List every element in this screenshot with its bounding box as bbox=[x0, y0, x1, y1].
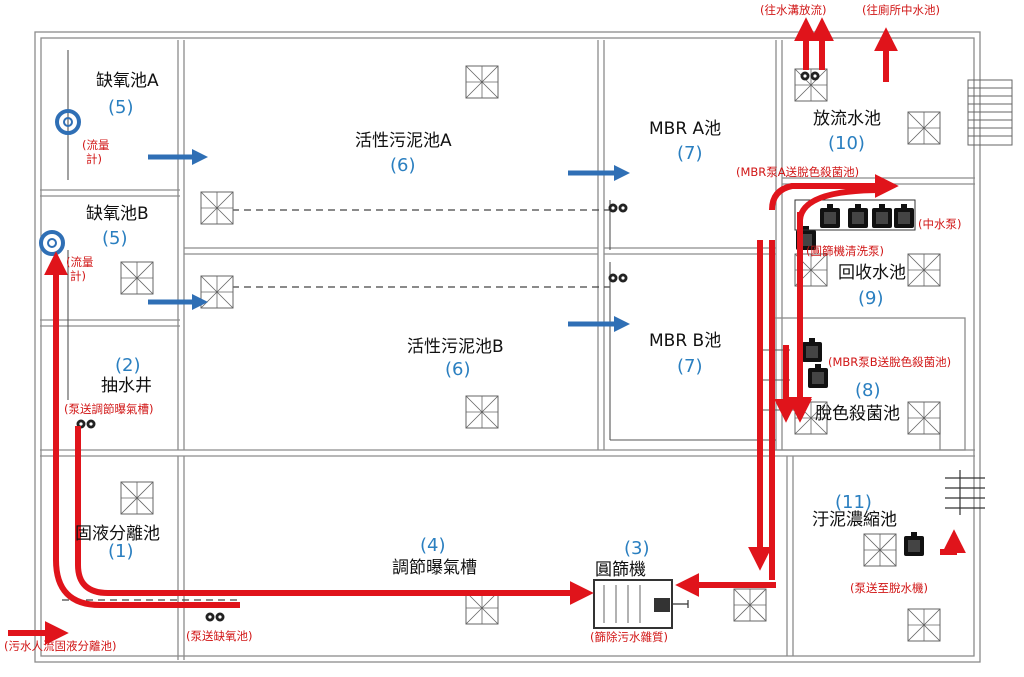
anoxic-a-name: 缺氧池A bbox=[96, 71, 159, 91]
to-toilet-note: (往廁所中水池) bbox=[862, 3, 940, 17]
pump-well-name: 抽水井 bbox=[101, 376, 152, 396]
blue-flow-arrows bbox=[148, 148, 630, 332]
flowmeter-b-note-line1: (流量 bbox=[66, 255, 94, 269]
red-flow-arrows bbox=[8, 17, 966, 645]
screen-name: 圓篩機 bbox=[595, 560, 646, 580]
flowmeter-b-note-line2: 計) bbox=[70, 269, 86, 283]
mbr-a-pump-note: (MBR泵A送脫色殺菌池) bbox=[736, 165, 860, 179]
recycle-name: 回收水池 bbox=[838, 263, 906, 283]
equalize-number: (4) bbox=[420, 535, 446, 556]
aeration-headers bbox=[62, 209, 610, 601]
reclaim-pump-note: (中水泵) bbox=[918, 217, 962, 231]
flowmeter-a-note-line1: (流量 bbox=[82, 138, 110, 152]
flowmeter-a-note-line2: 計) bbox=[86, 152, 102, 166]
pump-skid bbox=[794, 199, 916, 231]
recycle-number: (9) bbox=[858, 288, 884, 309]
sludge-a-number: (6) bbox=[390, 155, 416, 176]
sludge-b-number: (6) bbox=[445, 359, 471, 380]
anoxic-b-name: 缺氧池B bbox=[86, 204, 149, 224]
thickener-number: (11) bbox=[835, 492, 872, 513]
anoxic-b-number: (5) bbox=[102, 228, 128, 249]
to-dewater-note: (泵送至脫水機) bbox=[850, 581, 928, 595]
mbr-b-name: MBR B池 bbox=[649, 331, 722, 351]
anoxic-a-number: (5) bbox=[108, 97, 134, 118]
separator-number: (1) bbox=[108, 541, 134, 562]
sludge-b-name: 活性污泥池B bbox=[407, 337, 504, 357]
pump-well-number: (2) bbox=[115, 355, 141, 376]
mbr-a-number: (7) bbox=[677, 143, 703, 164]
equalize-name: 調節曝氣槽 bbox=[392, 558, 477, 578]
screen-number: (3) bbox=[624, 538, 650, 559]
screen-remove-note: (篩除污水雜質) bbox=[590, 630, 668, 644]
staircase bbox=[967, 79, 1013, 146]
discharge-name: 放流水池 bbox=[813, 109, 881, 129]
mbr-a-name: MBR A池 bbox=[649, 119, 722, 139]
to-equalize-note: (泵送調節曝氣槽) bbox=[64, 402, 154, 416]
to-ditch-note: (往水溝放流) bbox=[760, 3, 827, 17]
discharge-number: (10) bbox=[828, 133, 865, 154]
mbr-b-pump-note: (MBR泵B送脫色殺菌池) bbox=[828, 355, 952, 369]
sludge-a-name: 活性污泥池A bbox=[355, 131, 452, 151]
separator-name: 固液分離池 bbox=[75, 524, 160, 544]
screen-wash-pump-note: (圓篩機清洗泵) bbox=[806, 244, 884, 258]
thickener-name: 汙泥濃縮池 bbox=[812, 510, 897, 530]
disinfect-number: (8) bbox=[855, 380, 881, 401]
flow-meter-icon bbox=[39, 109, 81, 256]
disinfect-name: 脫色殺菌池 bbox=[815, 404, 900, 424]
to-anoxic-note: (泵送缺氧池) bbox=[186, 629, 253, 643]
mbr-b-number: (7) bbox=[677, 356, 703, 377]
inflow-note: (污水人流固液分離池) bbox=[4, 639, 117, 653]
drum-screen-icon bbox=[593, 579, 673, 629]
